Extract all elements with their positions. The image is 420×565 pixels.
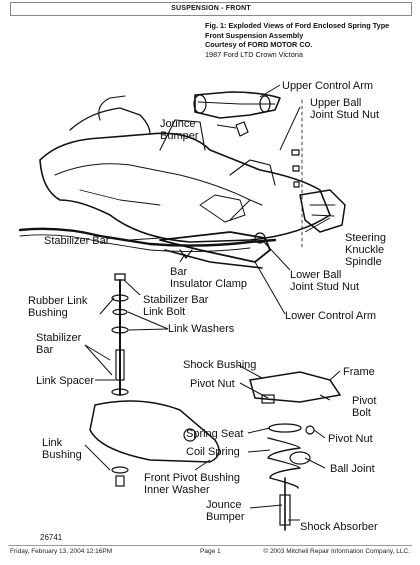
caption-vehicle: 1987 Ford LTD Crown Victoria — [205, 49, 303, 59]
label-steering-knuckle-line2: Knuckle — [345, 244, 384, 256]
label-pivot-bolt-line2: Bolt — [352, 407, 371, 419]
footer-copyright: © 2003 Mitchell Repair Information Compa… — [263, 548, 410, 555]
label-steering-knuckle-line3: Spindle — [345, 256, 382, 268]
figure-caption: Fig. 1: Exploded Views of Ford Enclosed … — [205, 21, 410, 59]
footer-page-number: Page 1 — [200, 548, 221, 555]
label-lower-ball-joint-line1: Lower Ball — [290, 269, 341, 281]
footer-datetime: Friday, February 13, 2004 12:16PM — [10, 548, 113, 555]
label-jounce-bumper-top-line1: Jounce — [160, 118, 195, 130]
label-link-washers: Link Washers — [168, 323, 235, 335]
footer-divider — [8, 545, 412, 546]
label-spring-seat: Spring Seat — [186, 428, 243, 440]
figure-number: 26741 — [40, 533, 63, 542]
label-pivot-nut-top: Pivot Nut — [190, 378, 235, 390]
label-front-pivot-line1: Front Pivot Bushing — [144, 472, 240, 484]
label-link-bushing-line2: Bushing — [42, 449, 82, 461]
label-coil-spring: Coil Spring — [186, 446, 240, 458]
label-rubber-link-line2: Bushing — [28, 307, 68, 319]
label-upper-ball-joint-line1: Upper Ball — [310, 97, 361, 109]
caption-credit: Courtesy of FORD MOTOR CO. — [205, 40, 313, 49]
label-bar-insulator-line1: Bar — [170, 266, 187, 278]
label-bar-insulator-line2: Insulator Clamp — [170, 278, 247, 290]
caption-title-line2: Front Suspension Assembly — [205, 30, 304, 40]
label-shock-bushing: Shock Bushing — [183, 359, 256, 371]
label-frame: Frame — [343, 366, 375, 378]
label-pivot-bolt-line1: Pivot — [352, 395, 376, 407]
caption-title-line1: Fig. 1: Exploded Views of Ford Enclosed … — [205, 21, 390, 30]
label-stab-link-bolt-line1: Stabilizer Bar — [143, 294, 209, 306]
label-stabilizer-bar-left-line2: Bar — [36, 344, 53, 356]
label-stab-link-bolt-line2: Link Bolt — [143, 306, 185, 318]
label-jounce-bumper-bottom-line2: Bumper — [206, 511, 245, 523]
spring-shock-drawing — [249, 371, 342, 531]
label-stabilizer-bar-left-line1: Stabilizer — [36, 332, 82, 344]
section-header: SUSPENSION - FRONT — [10, 2, 412, 16]
label-steering-knuckle-line1: Steering — [345, 232, 386, 244]
leader-lines — [84, 84, 341, 521]
label-jounce-bumper-bottom-line1: Jounce — [206, 499, 241, 511]
stabilizer-link-drawing — [89, 273, 220, 487]
label-front-pivot-line2: Inner Washer — [144, 484, 210, 496]
label-jounce-bumper-top-line2: Bumper — [160, 130, 199, 142]
label-link-spacer: Link Spacer — [36, 375, 94, 387]
label-upper-ball-joint-line2: Joint Stud Nut — [310, 109, 379, 121]
upper-assembly-drawing — [18, 91, 346, 269]
part-labels: Upper Control Arm Upper Ball Joint Stud … — [28, 80, 386, 542]
label-shock-absorber: Shock Absorber — [300, 521, 378, 533]
label-stabilizer-bar-top: Stabilizer Bar — [44, 235, 110, 247]
label-upper-control-arm: Upper Control Arm — [282, 80, 373, 92]
label-link-bushing-line1: Link — [42, 437, 63, 449]
label-rubber-link-line1: Rubber Link — [28, 295, 88, 307]
label-ball-joint: Ball Joint — [330, 463, 375, 475]
label-lower-control-arm: Lower Control Arm — [285, 310, 376, 322]
label-lower-ball-joint-line2: Joint Stud Nut — [290, 281, 359, 293]
label-pivot-nut-right: Pivot Nut — [328, 433, 373, 445]
